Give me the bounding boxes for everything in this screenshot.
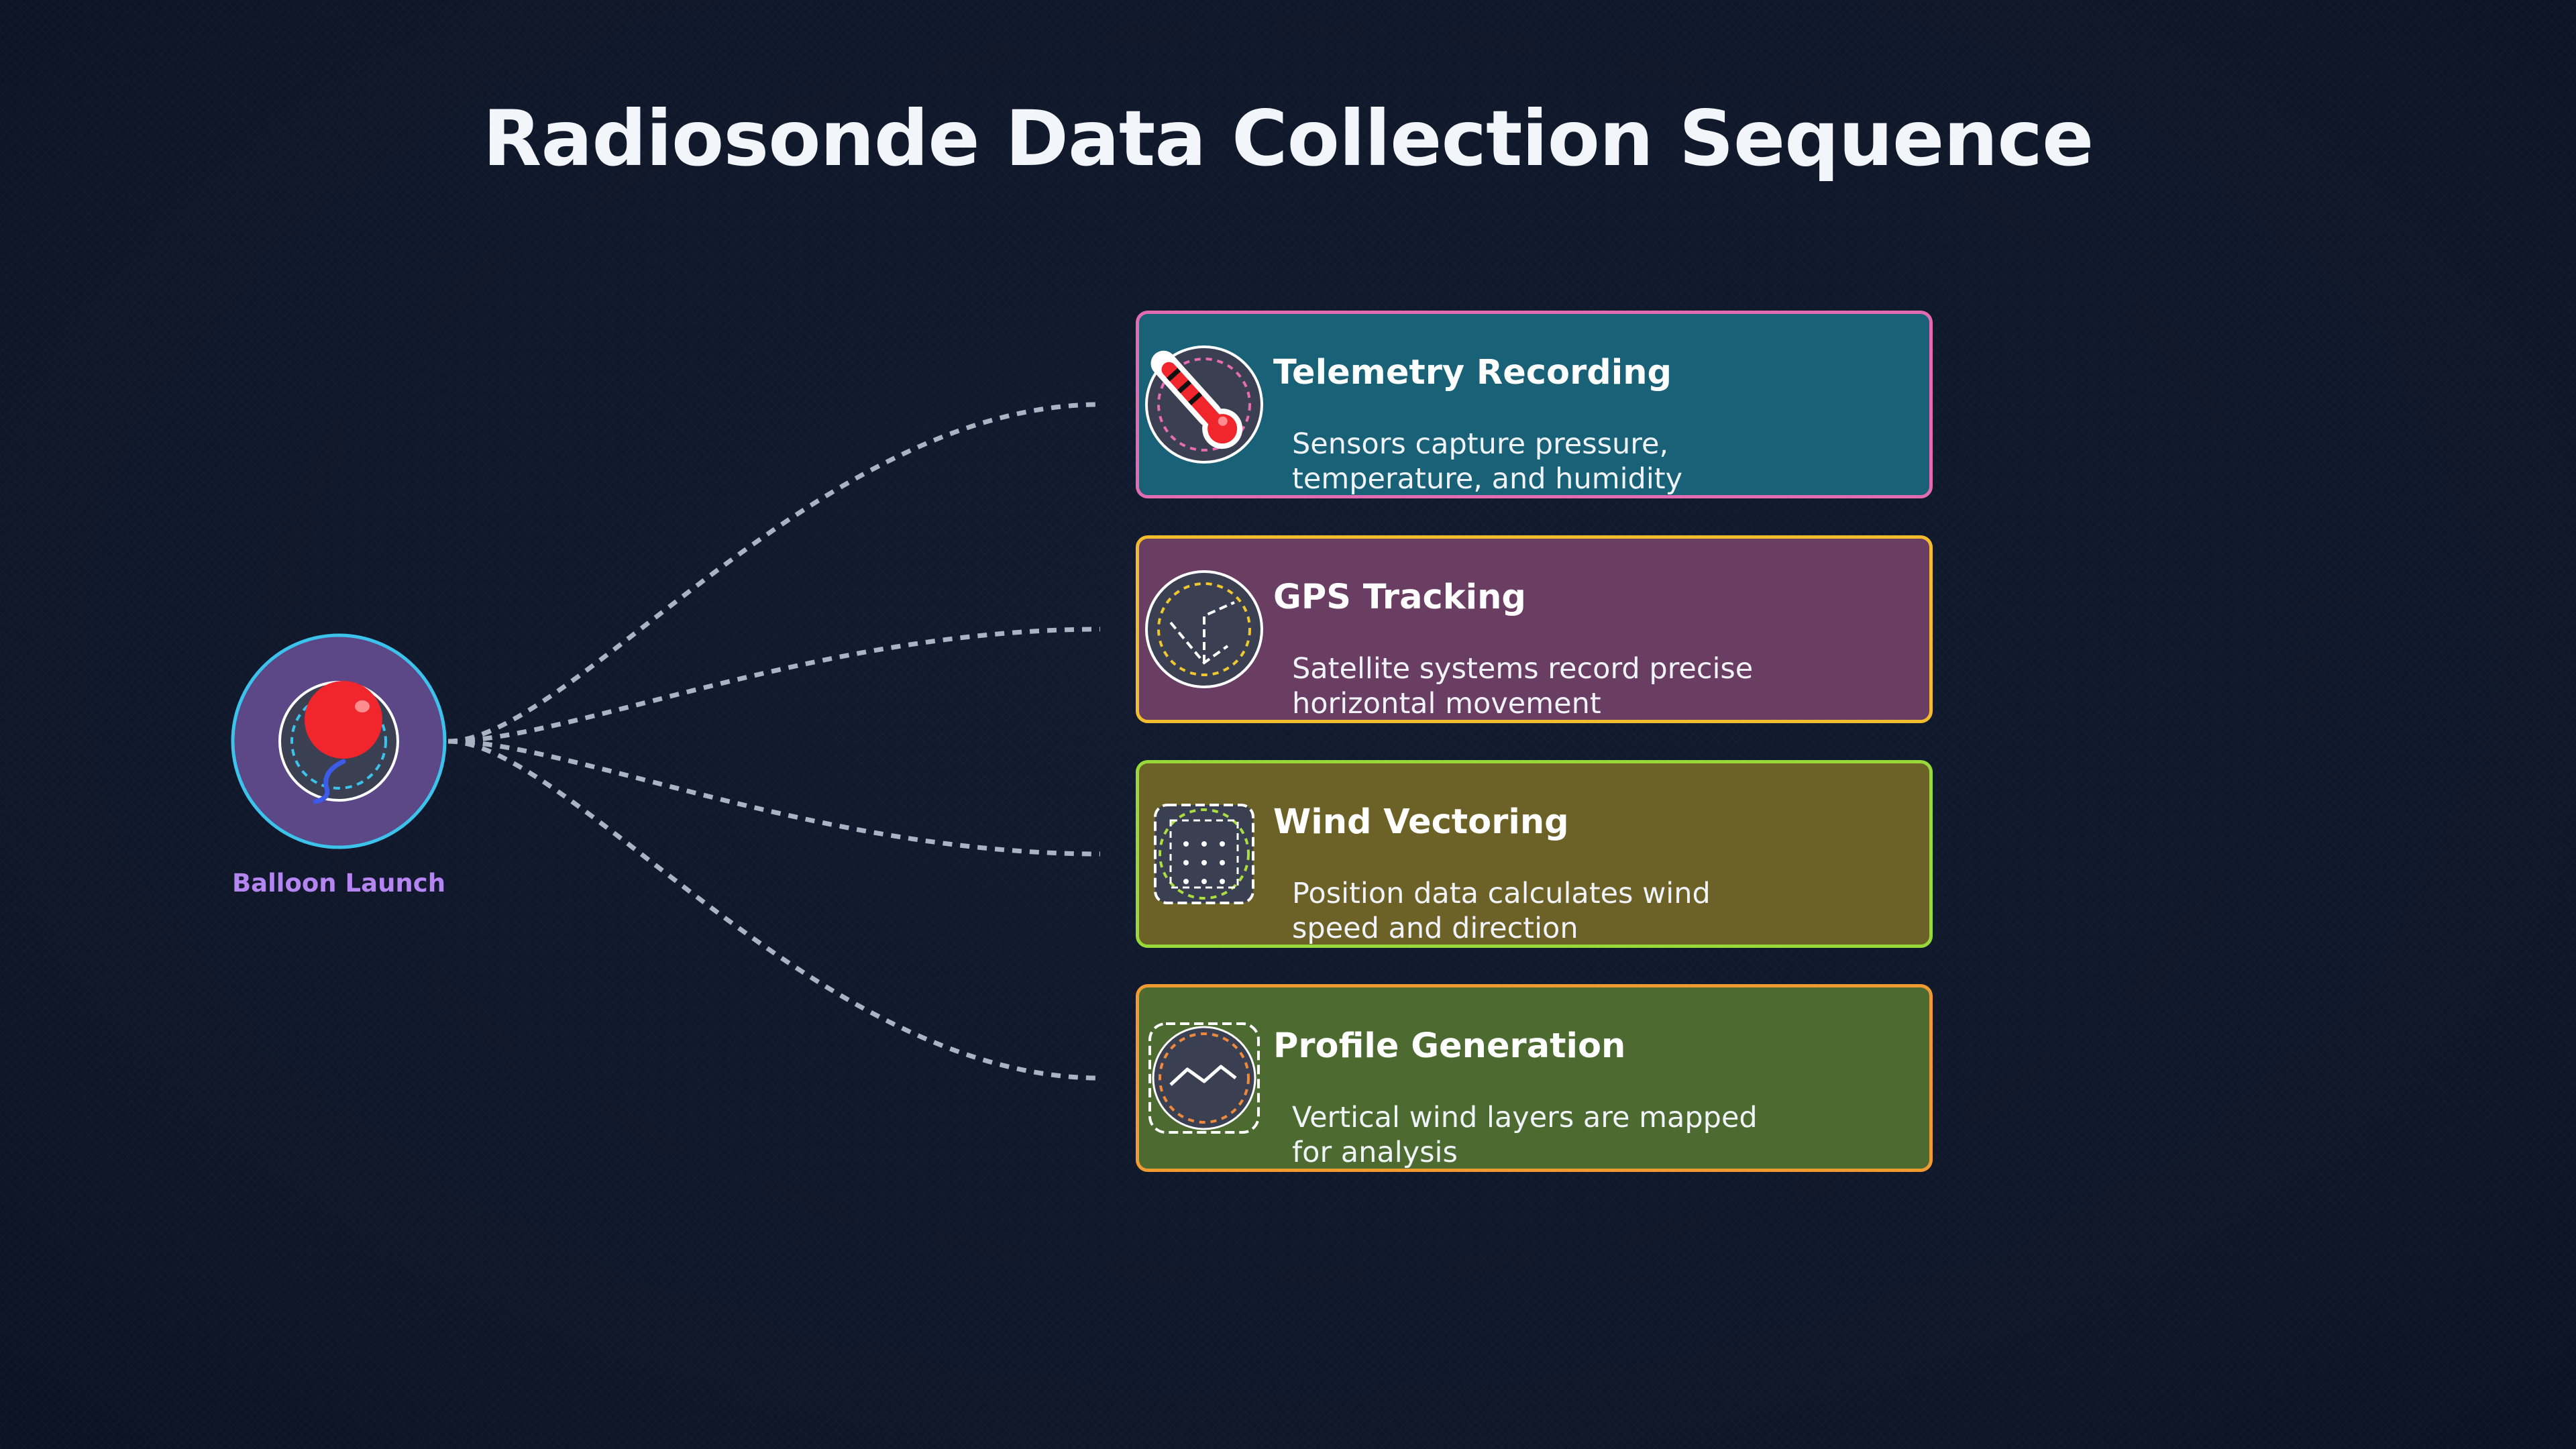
step-description-line: Sensors capture pressure, xyxy=(1292,427,1669,461)
step-description: Sensors capture pressure,temperature, an… xyxy=(1292,427,1802,496)
step-title: GPS Tracking xyxy=(1273,578,1526,617)
compass-icon xyxy=(1140,566,1268,693)
step-description-line: Vertical wind layers are mapped xyxy=(1292,1101,1758,1134)
thermometer-icon xyxy=(1140,341,1268,468)
step-title: Wind Vectoring xyxy=(1273,802,1569,842)
connector-profile-generation xyxy=(447,739,1101,1081)
step-description-line: Satellite systems record precise xyxy=(1292,652,1754,686)
step-description-line: for analysis xyxy=(1292,1136,1458,1169)
step-description-line: Position data calculates wind xyxy=(1292,877,1711,910)
connector-wind-vectoring xyxy=(447,739,1101,857)
grid-icon xyxy=(1140,790,1268,918)
connector-telemetry-recording xyxy=(447,402,1101,744)
step-title: Telemetry Recording xyxy=(1273,353,1672,392)
source-label: Balloon Launch xyxy=(231,869,446,898)
step-description-line: speed and direction xyxy=(1292,912,1578,945)
balloon-string xyxy=(313,759,346,804)
line-graph-icon xyxy=(1140,1014,1268,1142)
step-description-line: temperature, and humidity xyxy=(1292,462,1683,496)
balloon-icon xyxy=(305,681,382,759)
step-description-line: horizontal movement xyxy=(1292,687,1601,720)
step-title: Profile Generation xyxy=(1273,1026,1626,1066)
connector-gps-tracking xyxy=(447,627,1101,744)
balloon-highlight xyxy=(355,700,370,712)
page-title: Radiosonde Data Collection Sequence xyxy=(482,94,2094,183)
